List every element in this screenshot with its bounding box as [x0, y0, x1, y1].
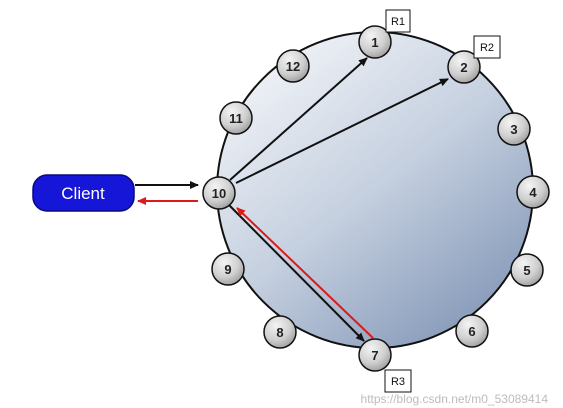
- node-3-label: 3: [510, 122, 517, 137]
- client-box[interactable]: [32, 174, 135, 212]
- node-7-label: 7: [371, 348, 378, 363]
- node-9[interactable]: 9: [211, 252, 245, 286]
- node-11[interactable]: 11: [219, 101, 253, 135]
- node-3[interactable]: 3: [497, 112, 531, 146]
- node-1[interactable]: 1: [358, 25, 392, 59]
- node-12-label: 12: [286, 59, 300, 74]
- replica-tag-r2-label: R2: [480, 42, 494, 54]
- node-6-label: 6: [468, 324, 475, 339]
- arrow-from-r3: [236, 207, 374, 339]
- replica-tag-r1-label: R1: [391, 16, 405, 28]
- node-8-label: 8: [276, 325, 283, 340]
- node-4-label: 4: [529, 185, 537, 200]
- arrow-to-r1: [229, 57, 368, 181]
- arrow-to-r2: [235, 78, 449, 184]
- client-label: Client: [61, 184, 105, 203]
- node-6[interactable]: 6: [455, 314, 489, 348]
- node-1-label: 1: [371, 35, 378, 50]
- replica-tag-r3: R3: [384, 369, 412, 393]
- node-4[interactable]: 4: [516, 175, 550, 209]
- replica-tag-r1: R1: [385, 9, 411, 33]
- node-12[interactable]: 12: [276, 49, 310, 83]
- replica-tag-r3-label: R3: [391, 376, 405, 388]
- node-8[interactable]: 8: [263, 315, 297, 349]
- node-9-label: 9: [224, 262, 231, 277]
- arrow-to-r3: [227, 203, 365, 342]
- node-2-label: 2: [460, 60, 467, 75]
- node-10[interactable]: 10: [202, 176, 236, 210]
- watermark-text: https://blog.csdn.net/m0_53089414: [361, 392, 549, 406]
- node-5-label: 5: [523, 263, 530, 278]
- node-2[interactable]: 2: [447, 50, 481, 84]
- replica-tag-r2: R2: [473, 35, 501, 59]
- node-10-label: 10: [212, 186, 226, 201]
- hash-ring: [216, 31, 534, 349]
- node-11-label: 11: [229, 111, 243, 126]
- node-5[interactable]: 5: [510, 253, 544, 287]
- node-7[interactable]: 7: [358, 338, 392, 372]
